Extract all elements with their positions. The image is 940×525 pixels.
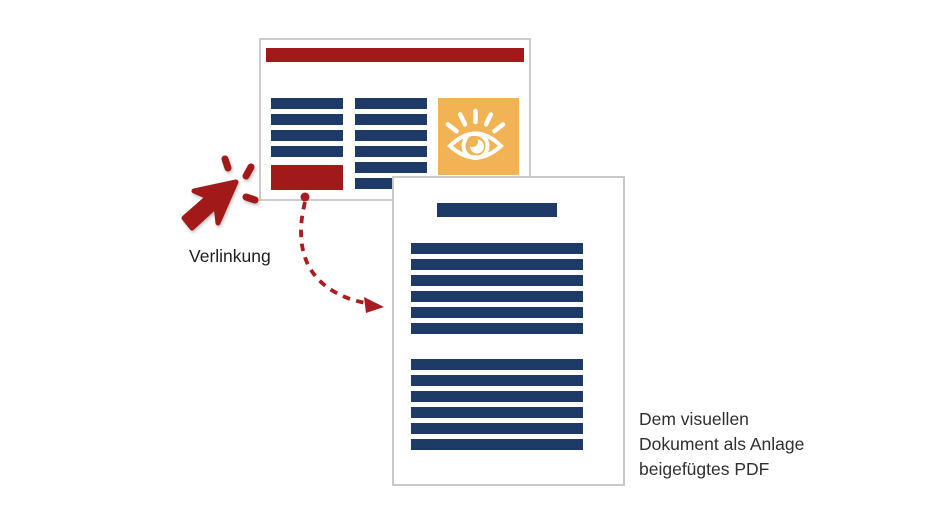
dashed-curved-arrow [299,192,384,313]
text-line-bar [355,146,427,157]
text-line-bar [355,178,427,189]
text-line-bar [355,130,427,141]
webpage-header-bar [266,48,524,62]
text-line-bar [411,423,583,434]
pdf-paragraph-2 [411,359,583,450]
click-cursor-icon [181,155,259,231]
linked-element-block [271,165,343,190]
text-line-bar [355,114,427,125]
text-line-bar [411,439,583,450]
middle-text-lines [355,98,427,189]
pdf-document-mockup [392,176,625,486]
pdf-caption-line: Dem visuellen [639,409,749,429]
text-line-bar [411,307,583,318]
image-placeholder [438,98,519,175]
text-line-bar [411,407,583,418]
text-line-bar [411,259,583,270]
left-text-lines [271,98,343,157]
text-line-bar [411,323,583,334]
text-line-bar [271,146,343,157]
text-line-bar [411,391,583,402]
text-line-bar [355,162,427,173]
text-line-bar [411,375,583,386]
text-line-bar [271,130,343,141]
pdf-title-bar [437,203,557,217]
pdf-paragraph-1 [411,243,583,334]
pdf-caption-line: beigefügtes PDF [639,459,770,479]
webpage-middle-column [355,98,427,189]
text-line-bar [411,275,583,286]
text-line-bar [271,98,343,109]
text-line-bar [411,359,583,370]
text-line-bar [355,98,427,109]
webpage-mockup [259,38,531,201]
link-label: Verlinkung [189,246,271,266]
text-line-bar [411,243,583,254]
pdf-caption: Dem visuellen Dokument als Anlage beigef… [639,407,859,482]
text-line-bar [411,291,583,302]
pdf-caption-line: Dokument als Anlage [639,434,805,454]
eye-icon [445,108,506,160]
text-line-bar [271,114,343,125]
webpage-left-column [271,98,343,190]
